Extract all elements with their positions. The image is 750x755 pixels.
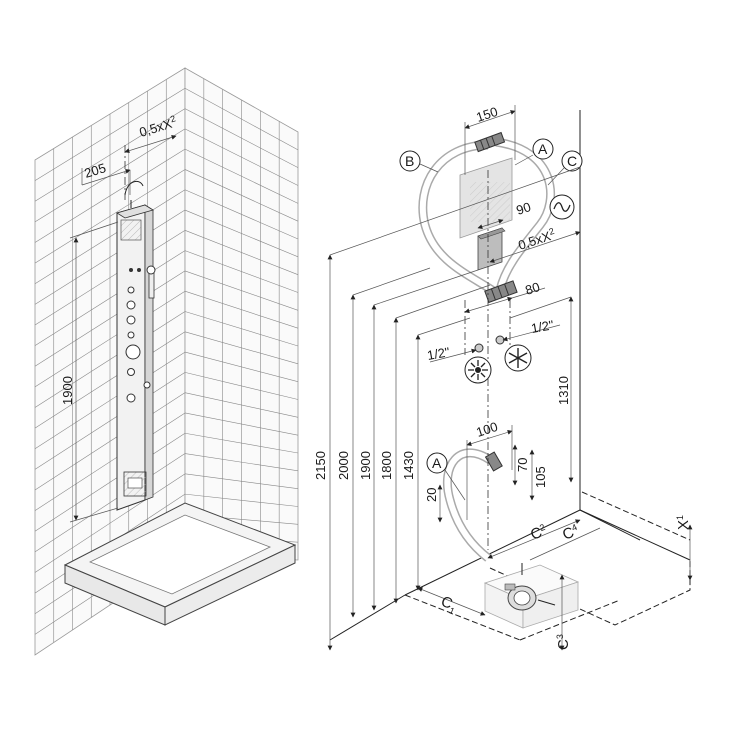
dim-c4-sup: 4 — [570, 522, 578, 533]
dim-1310-label: 1310 — [556, 376, 571, 405]
thread-right-label: 1/2" — [530, 317, 555, 336]
svg-text:C2: C2 — [528, 522, 549, 544]
svg-text:C: C — [567, 153, 577, 169]
dim-2000: 2000 — [336, 267, 431, 618]
dim-205-label: 205 — [82, 160, 107, 181]
label-c: C — [547, 150, 583, 186]
snowflake-icon — [504, 344, 532, 372]
label-a-bottom: A — [426, 452, 466, 501]
lower-hose — [442, 448, 503, 562]
dim-100-label: 100 — [474, 419, 499, 440]
dim-x1: X1 — [675, 515, 693, 581]
dim-90: 90 — [477, 199, 533, 229]
dim-spacing-right-sup: 2 — [548, 226, 556, 237]
thread-left: 1/2" — [426, 344, 477, 363]
dim-90-label: 90 — [514, 199, 532, 218]
dim-70-label: 70 — [515, 458, 530, 472]
dim-100: 100 — [466, 419, 513, 520]
sun-icon — [464, 356, 492, 384]
dim-1900-left-label: 1900 — [60, 376, 75, 405]
dim-x1-label: X — [675, 520, 692, 530]
dim-c3: C3 — [555, 574, 572, 651]
dim-80-label: 80 — [523, 279, 541, 298]
dim-105-label: 105 — [533, 466, 548, 488]
dim-20: 20 — [424, 484, 443, 523]
svg-text:X1: X1 — [675, 515, 692, 530]
dim-1800: 1800 — [379, 284, 491, 604]
dim-c2-sup: 2 — [538, 522, 546, 533]
svg-text:A: A — [538, 141, 548, 157]
dim-1900-right-label: 1900 — [358, 451, 373, 480]
dim-70: 70 — [512, 444, 530, 486]
dim-1900-right: 1900 — [358, 269, 479, 611]
svg-text:A: A — [432, 455, 442, 471]
dim-80: 80 — [464, 279, 546, 314]
svg-text:B: B — [405, 153, 414, 169]
dim-2150-label: 2150 — [313, 451, 328, 480]
dim-1900-left: 1900 — [60, 221, 119, 523]
label-a-top: A — [514, 138, 554, 166]
drain-box — [483, 563, 580, 629]
dim-150-label: 150 — [474, 104, 499, 125]
dim-1430-label: 1430 — [401, 451, 416, 480]
dim-150: 150 — [464, 104, 516, 175]
dim-1310: 1310 — [509, 296, 574, 483]
side-wall — [184, 67, 299, 561]
dim-c1-sub: 1 — [448, 605, 456, 616]
dim-20-label: 20 — [424, 488, 439, 502]
dim-c3-sup: 3 — [555, 634, 565, 639]
dim-c2: C2 — [487, 519, 581, 559]
dim-c1: C1 — [417, 587, 486, 617]
svg-text:C3: C3 — [555, 634, 572, 650]
dim-c4: C4 — [529, 522, 601, 561]
thread-right: 1/2" — [502, 317, 561, 342]
dim-105: 105 — [529, 449, 548, 501]
left-shower-view: 205 0,5xX2 1900 — [34, 67, 299, 656]
dim-2000-label: 2000 — [336, 451, 351, 480]
dim-2150: 2150 — [313, 166, 581, 651]
dim-spacing-right-label: 0,5xX — [516, 228, 553, 253]
top-wall-box — [459, 157, 513, 239]
thread-left-label: 1/2" — [426, 344, 451, 363]
dim-spacing-left-sup: 2 — [169, 113, 177, 124]
dim-205: 205 — [81, 160, 131, 195]
connection-box — [477, 227, 506, 271]
ac-power-icon — [549, 194, 575, 220]
shower-tray — [63, 502, 297, 626]
svg-text:C1: C1 — [438, 593, 460, 617]
dim-1800-label: 1800 — [379, 451, 394, 480]
shower-column — [116, 180, 156, 511]
svg-text:C4: C4 — [560, 522, 581, 544]
label-b: B — [399, 150, 439, 173]
dim-x1-sup: 1 — [675, 515, 685, 520]
dim-c3-label: C — [555, 639, 572, 650]
right-installation-view: A B C A 150 90 — [313, 104, 693, 651]
dim-1430: 1430 — [401, 317, 471, 591]
